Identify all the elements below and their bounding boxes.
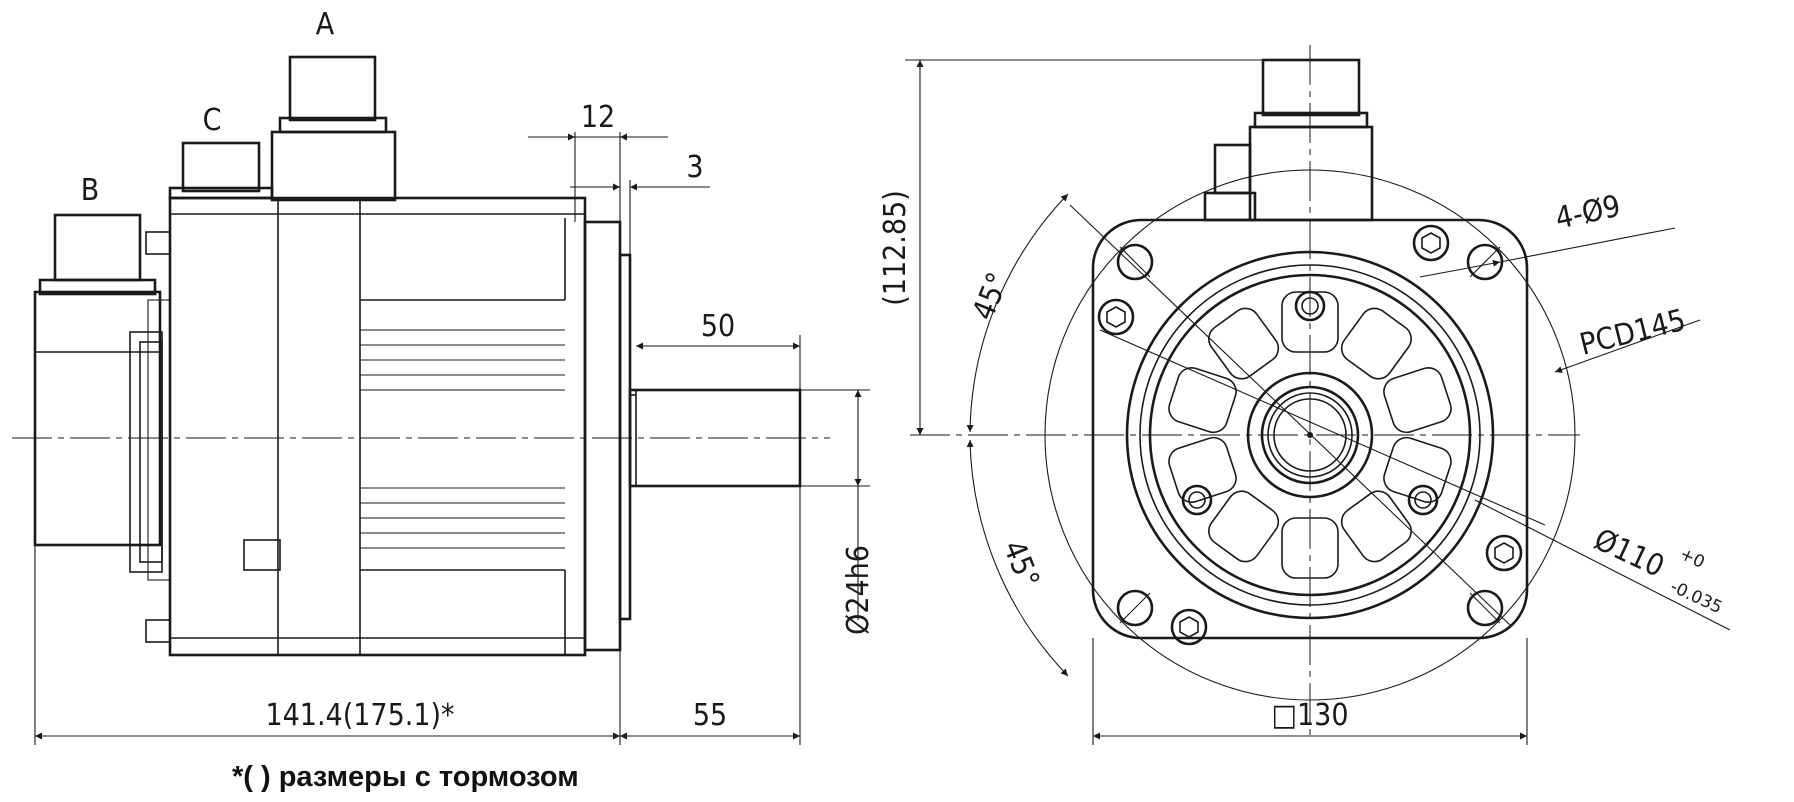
- svg-text:(112.85): (112.85): [878, 190, 913, 305]
- svg-text:55: 55: [693, 698, 727, 733]
- cooling-fins: [360, 299, 565, 571]
- angle-bottom-label: 45°: [996, 536, 1046, 593]
- dim-square: □130: [1092, 638, 1528, 745]
- connector-b-label: B: [81, 173, 100, 208]
- svg-text:-0.035: -0.035: [1667, 577, 1725, 618]
- shaft: [628, 388, 802, 488]
- dim-holes: 4-Ø9: [1419, 189, 1676, 278]
- front-connectors: [1203, 58, 1374, 222]
- dim-shaft-diameter: Ø24h6: [800, 389, 876, 635]
- dim-height: (112.85): [878, 59, 1263, 435]
- connector-a: [270, 55, 397, 202]
- front-view: 45° 45° (112.85) 4-Ø9 PCD145 Ø110 +0 -0.…: [878, 45, 1731, 745]
- svg-text:Ø24h6: Ø24h6: [841, 545, 876, 635]
- svg-text:Ø110: Ø110: [1589, 522, 1670, 584]
- mounting-holes: [1116, 243, 1504, 627]
- hex-screws: [1097, 224, 1523, 646]
- vent-openings: [1168, 291, 1452, 579]
- dim-body-length: 141.4(175.1)* 55: [34, 486, 801, 745]
- dim-50: 50: [636, 309, 801, 390]
- rear-housing: [33, 290, 171, 581]
- pilot-circle-outer: [1125, 250, 1495, 620]
- svg-text:PCD145: PCD145: [1576, 303, 1689, 363]
- motor-body: [145, 196, 587, 657]
- svg-text:50: 50: [701, 309, 735, 344]
- inner-bolts: [1181, 290, 1439, 516]
- connector-c: [168, 141, 274, 200]
- svg-text:□130: □130: [1271, 698, 1348, 733]
- side-view: A B C 12 3 50: [12, 7, 876, 793]
- hub: [1246, 371, 1374, 499]
- dim-pilot: Ø110 +0 -0.035: [1474, 499, 1731, 631]
- dim-pcd: PCD145: [1554, 303, 1701, 373]
- connector-a-label: A: [316, 7, 335, 42]
- brake-footnote: *( ) размеры с тормозом: [232, 761, 579, 793]
- flange: [583, 220, 632, 652]
- svg-text:4-Ø9: 4-Ø9: [1552, 189, 1623, 237]
- connector-b: [38, 213, 157, 296]
- connector-c-label: C: [203, 103, 222, 138]
- pcd-circle: [1044, 169, 1576, 701]
- svg-text:3: 3: [686, 150, 703, 185]
- svg-text:12: 12: [581, 100, 615, 135]
- svg-text:141.4(175.1)*: 141.4(175.1)*: [265, 698, 454, 733]
- dim-3: 3: [570, 150, 710, 255]
- dim-12: 12: [528, 100, 668, 222]
- svg-text:+0: +0: [1677, 544, 1708, 573]
